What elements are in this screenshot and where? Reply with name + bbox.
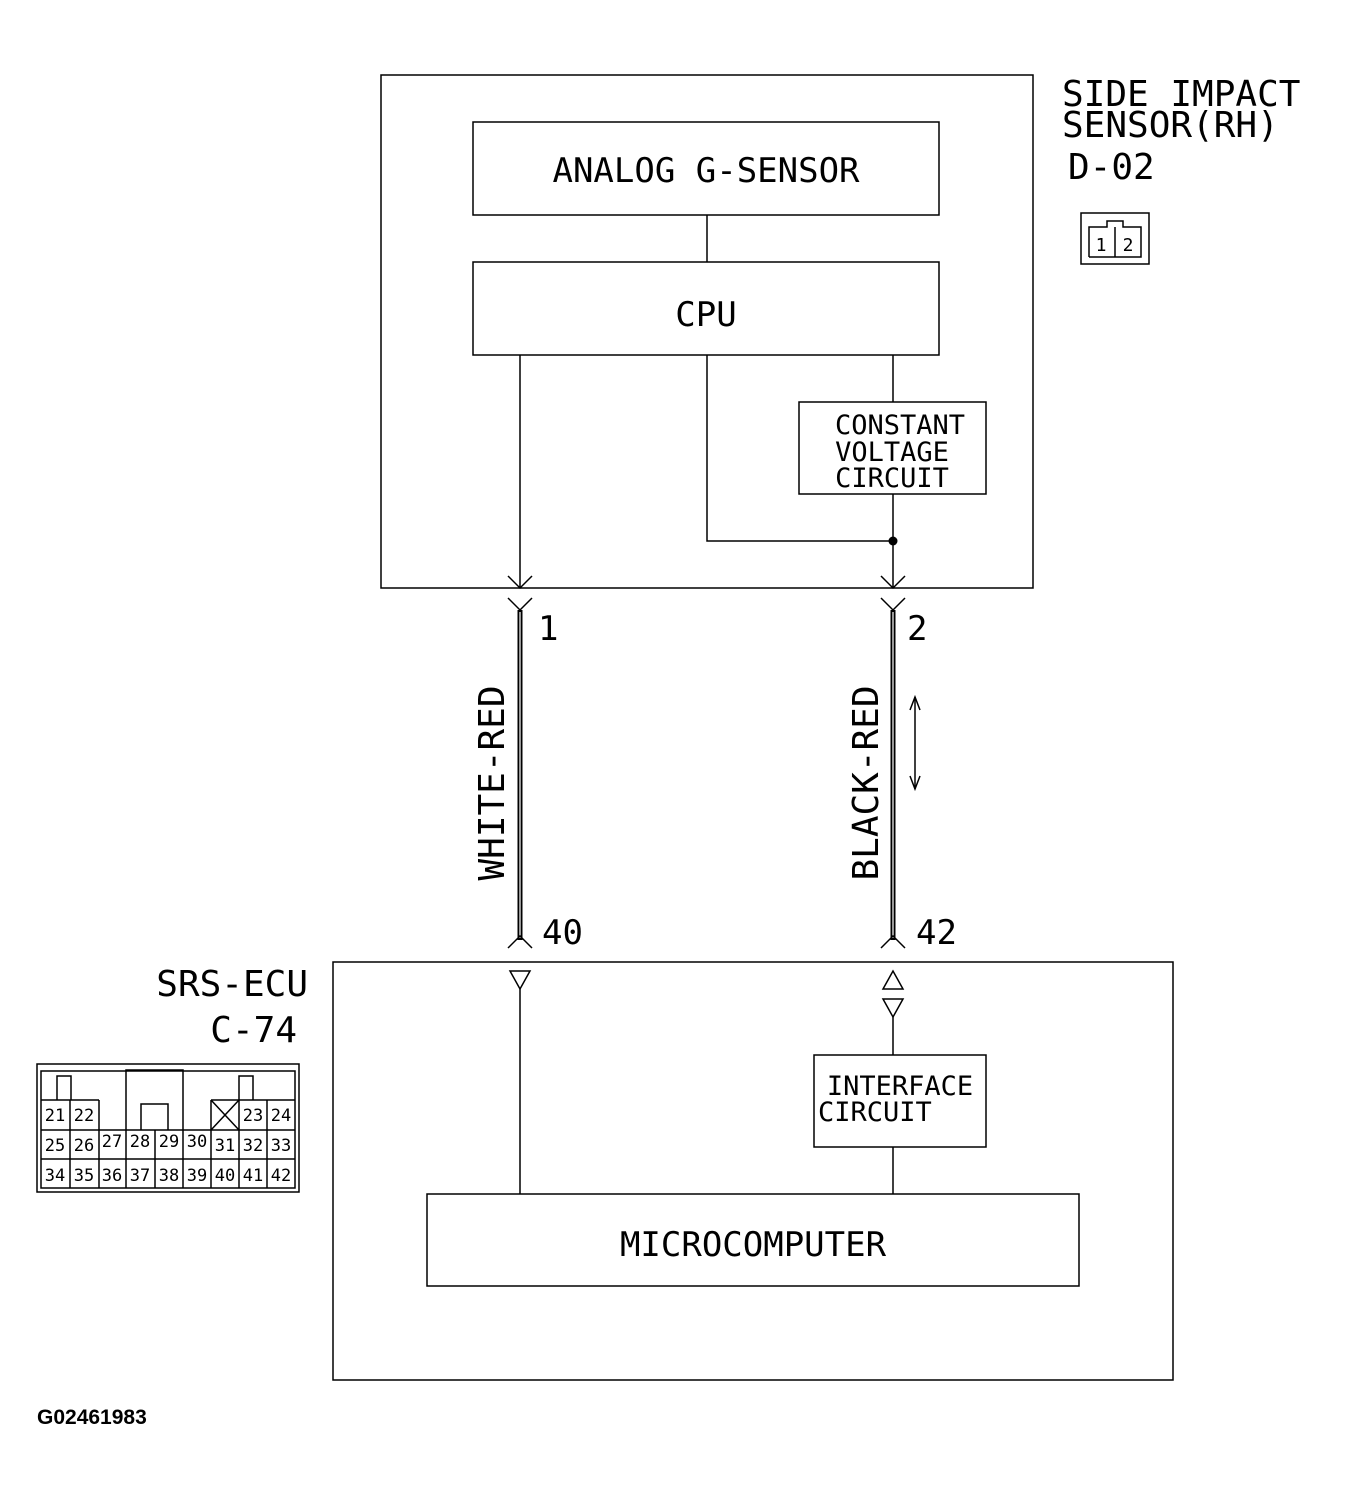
c74-pin: 42 <box>271 1166 291 1186</box>
wire2-ecu-pin: 42 <box>916 913 957 953</box>
junction-dot <box>888 536 898 546</box>
c74-pin: 22 <box>74 1106 94 1126</box>
sensor-title-2: SENSOR(RH) <box>1062 105 1279 146</box>
interface-circuit-block <box>813 1054 987 1148</box>
c74-pin: 34 <box>45 1166 65 1186</box>
bidirectional-arrow-icon <box>909 694 921 792</box>
c74-pin: 24 <box>271 1106 291 1126</box>
c74-pin: 37 <box>130 1166 150 1186</box>
wire1-color-label: WHITE-RED <box>472 685 513 880</box>
c74-pin: 29 <box>159 1132 179 1152</box>
c74-pin: 41 <box>243 1166 263 1186</box>
c74-pin: 28 <box>130 1132 150 1152</box>
d02-connector-icon: 1 2 <box>1080 212 1150 265</box>
constant-voltage-label-3: CIRCUIT <box>835 463 949 494</box>
c74-connector-icon: 21 22 23 24 25 26 27 28 29 30 31 32 33 3… <box>36 1063 300 1193</box>
wire1-ecu-pin: 40 <box>542 913 583 953</box>
sensor-title-1: SIDE IMPACT <box>1062 74 1300 115</box>
wire2-sensor-pin: 2 <box>907 609 927 649</box>
ecu-connector-id: C-74 <box>210 1010 297 1051</box>
wire-white-red <box>507 575 533 949</box>
c74-pin: 40 <box>215 1166 235 1186</box>
microcomputer-block <box>426 1193 1080 1287</box>
interface-label-2: CIRCUIT <box>818 1097 932 1128</box>
pin42-in-triangle <box>881 998 905 1019</box>
constant-voltage-label-1: CONSTANT <box>835 410 965 441</box>
analog-g-sensor-label: ANALOG G-SENSOR <box>552 151 860 191</box>
d02-pin-2: 2 <box>1123 235 1134 256</box>
wire-black-red <box>880 575 906 949</box>
c74-pin: 33 <box>271 1136 291 1156</box>
wire2-color-label: BLACK-RED <box>846 685 887 880</box>
analog-g-sensor-block <box>472 121 940 216</box>
figure-id: G02461983 <box>37 1406 147 1429</box>
c74-pin: 21 <box>45 1106 65 1126</box>
cpu-block <box>472 261 940 356</box>
c74-pin: 23 <box>243 1106 263 1126</box>
c74-pin: 32 <box>243 1136 263 1156</box>
interface-label-1: INTERFACE <box>827 1071 973 1102</box>
c74-pin: 30 <box>187 1132 207 1152</box>
constant-voltage-label-2: VOLTAGE <box>835 437 949 468</box>
c74-pin: 25 <box>45 1136 65 1156</box>
c74-pin: 39 <box>187 1166 207 1186</box>
sensor-connector-id: D-02 <box>1068 147 1155 188</box>
c74-pin: 35 <box>74 1166 94 1186</box>
ecu-title: SRS-ECU <box>156 964 308 1005</box>
d02-pin-1: 1 <box>1096 235 1107 256</box>
cpu-label: CPU <box>675 295 736 335</box>
cpu-junction-line <box>706 355 893 542</box>
c74-pin: 38 <box>159 1166 179 1186</box>
wire1-sensor-pin: 1 <box>538 609 558 649</box>
pin40-input-triangle <box>508 970 532 991</box>
c74-pin: 26 <box>74 1136 94 1156</box>
srs-ecu-box <box>332 961 1174 1381</box>
side-impact-sensor-box <box>380 74 1034 589</box>
pin42-out-triangle <box>881 969 905 990</box>
c74-pin: 36 <box>102 1166 122 1186</box>
microcomputer-label: MICROCOMPUTER <box>620 1225 887 1265</box>
c74-pin: 31 <box>215 1136 235 1156</box>
c74-pin: 27 <box>102 1132 122 1152</box>
